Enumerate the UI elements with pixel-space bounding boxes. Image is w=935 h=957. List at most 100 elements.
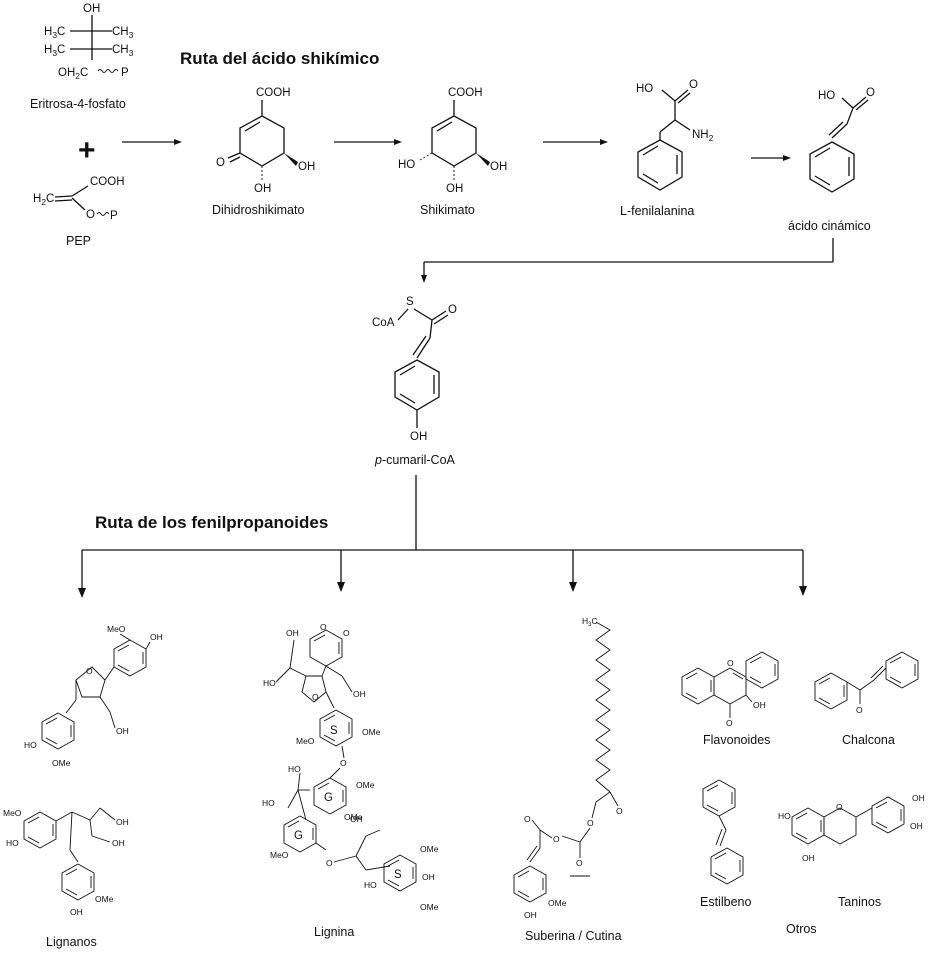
erythrose-oh2c: OH2C — [58, 67, 88, 81]
tannin-oh-1: OH — [802, 853, 815, 863]
lignan2-oh-1: OH — [116, 817, 129, 827]
suberin-ome: OMe — [548, 898, 567, 908]
lignin-ome-1: OMe — [362, 727, 381, 737]
dhs-oh-1: OH — [254, 183, 271, 195]
shk-ho: HO — [398, 159, 415, 171]
stilbene-structure — [702, 779, 744, 885]
chalcone-label: Chalcona — [842, 733, 895, 747]
erythrose-p: P — [121, 67, 129, 79]
cin-ho: HO — [818, 90, 835, 102]
dhs-oh-2: OH — [298, 161, 315, 173]
suberin-o-3: O — [576, 858, 583, 868]
lignan1-ome: OMe — [52, 758, 71, 768]
suberin-o-2: O — [587, 818, 594, 828]
stilbene-label: Estilbeno — [700, 895, 751, 909]
lignin-ho-3: HO — [262, 798, 275, 808]
shikimate-structure: COOH HO OH OH — [398, 87, 507, 195]
lignin-ho-4: HO — [364, 880, 377, 890]
erythrose-oh: OH — [83, 3, 100, 15]
phenylpropanoid-pathway-title: Ruta de los fenilpropanoides — [95, 513, 328, 532]
shk-oh-2: OH — [490, 161, 507, 173]
erythrose-label: Eritrosa-4-fosfato — [30, 97, 126, 111]
arrow-1 — [122, 139, 182, 145]
dihydroshikimate-structure: COOH O OH OH — [216, 87, 315, 195]
lignin-s-ring-2: S — [394, 869, 402, 881]
lignin-ome-2: OMe — [356, 780, 375, 790]
lignin-o-right: O — [343, 628, 350, 638]
pep-structure: COOH H2C O P — [33, 176, 125, 222]
erythrose-h3c-2: H3C — [44, 44, 65, 58]
pep-cooh: COOH — [90, 176, 125, 188]
plus-sign: + — [78, 134, 96, 167]
erythrose-ch3-1: CH3 — [112, 26, 134, 40]
lignan1-meo: MeO — [107, 624, 126, 634]
phe-o: O — [689, 79, 698, 91]
lignan1-o: O — [86, 666, 93, 676]
pep-o: O — [86, 209, 95, 221]
branch-arrows — [78, 475, 807, 598]
tannin-o: O — [836, 802, 843, 812]
dhs-cooh: COOH — [256, 87, 291, 99]
cinnamic-acid-structure: HO O — [809, 87, 875, 193]
shk-oh-1: OH — [446, 183, 463, 195]
coa-coa: CoA — [372, 317, 395, 329]
lignin-meo-2: MeO — [270, 850, 289, 860]
flavonoids-label: Flavonoides — [703, 733, 770, 747]
lignin-oh-4: OH — [422, 872, 435, 882]
lignin-o-furan: O — [312, 692, 319, 702]
lignan1-oh-top: OH — [150, 632, 163, 642]
lignin-o-link-2: O — [326, 858, 333, 868]
tannin-structure: HO O OH OH OH — [778, 793, 925, 863]
arrow-3 — [543, 139, 608, 145]
shk-cooh: COOH — [448, 87, 483, 99]
flavonoid-structure: O O OH — [681, 651, 779, 728]
coa-oh: OH — [410, 431, 427, 443]
lignan2-oh-3: OH — [70, 907, 83, 917]
erythrose-ch3-2: CH3 — [112, 44, 134, 58]
others-label: Otros — [786, 922, 817, 936]
phenylalanine-label: L-fenilalanina — [620, 204, 694, 218]
suberin-o-5: O — [524, 814, 531, 824]
suberin-label: Suberina / Cutina — [525, 929, 622, 943]
phe-nh2: NH2 — [692, 129, 714, 143]
lignin-ome-5: OMe — [420, 902, 439, 912]
lignin-ome-4: OMe — [420, 844, 439, 854]
lignin-s-ring-1: S — [330, 725, 338, 737]
cinnamic-acid-label: ácido cinámico — [788, 219, 871, 233]
coumaroyl-coa-label: p-cumaril-CoA — [374, 453, 456, 467]
lignin-oh-1: OH — [286, 628, 299, 638]
cin-o: O — [866, 87, 875, 99]
lignan-structure-2: MeO HO OH OH OMe OH — [3, 807, 129, 917]
lignans-label: Lignanos — [46, 935, 97, 949]
lignan2-ho: HO — [6, 838, 19, 848]
lignan1-ho: HO — [24, 740, 37, 750]
shikimate-label: Shikimato — [420, 203, 475, 217]
lignan2-meo: MeO — [3, 808, 22, 818]
suberin-o-1: O — [616, 806, 623, 816]
shikimic-pathway-title: Ruta del ácido shikímico — [180, 49, 379, 68]
chalcone-structure: O — [814, 651, 919, 715]
erythrose-h3c-1: H3C — [44, 26, 65, 40]
lignan1-oh-mid: OH — [116, 726, 129, 736]
lignin-label: Lignina — [314, 925, 354, 939]
suberin-h3c: H3C — [582, 616, 598, 628]
lignan2-ome: OMe — [95, 894, 114, 904]
tannins-label: Taninos — [838, 895, 881, 909]
lignan2-oh-2: OH — [112, 838, 125, 848]
suberin-oh: OH — [524, 910, 537, 920]
tannin-oh-3: OH — [910, 821, 923, 831]
phenylalanine-structure: HO O NH2 — [636, 79, 714, 191]
arrow-cinnamic-to-coumaroyl — [421, 238, 834, 283]
lignan-structure-1: MeO OH O OH HO OMe — [24, 624, 163, 768]
lignin-ome-3: OMe — [344, 812, 363, 822]
pep-p: P — [110, 210, 118, 222]
tannin-oh-2: OH — [912, 793, 925, 803]
flavonoid-o: O — [726, 718, 733, 728]
lignin-g-ring-1: G — [324, 792, 333, 804]
lignin-meo-1: MeO — [296, 736, 315, 746]
suberin-structure: H3C O O O O O OMe OH — [513, 616, 623, 920]
coumaroyl-coa-structure: S CoA O OH — [372, 296, 457, 443]
erythrose-4-phosphate-structure: OH H3C CH3 H3C CH3 OH2C P — [44, 3, 134, 81]
chalcone-o: O — [856, 705, 863, 715]
